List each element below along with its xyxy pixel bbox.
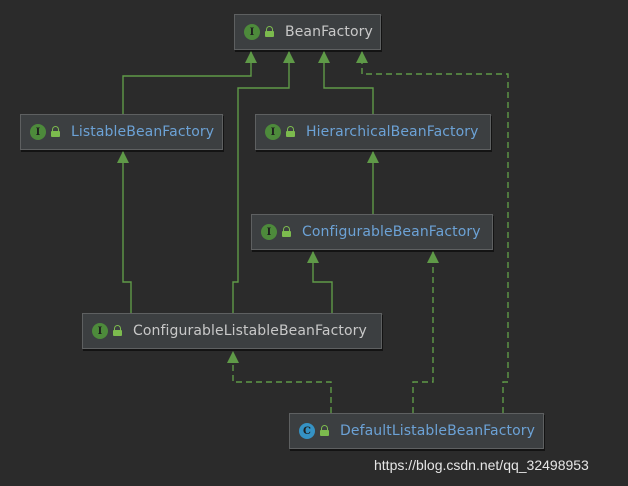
lock-icon — [320, 425, 332, 437]
interface-badge-icon: I — [265, 124, 281, 140]
arrowhead-default-to-beanfactory — [356, 51, 368, 63]
node-label: ConfigurableBeanFactory — [302, 224, 481, 240]
node-label: ListableBeanFactory — [71, 124, 215, 140]
node-default-listable-bean-factory[interactable]: C DefaultListableBeanFactory — [289, 413, 544, 449]
arrowhead-default-to-configurable-listable — [227, 351, 239, 363]
node-configurable-bean-factory[interactable]: I ConfigurableBeanFactory — [251, 214, 493, 250]
edge-configurable-listable-to-listable — [122, 151, 132, 313]
node-bean-factory[interactable]: I BeanFactory — [234, 14, 381, 50]
edge-configurable-listable-to-beanfactory — [232, 51, 290, 313]
class-badge-icon: C — [299, 423, 315, 439]
lock-icon — [265, 26, 277, 38]
interface-badge-icon: I — [244, 24, 260, 40]
watermark-text: https://blog.csdn.net/qq_32498953 — [374, 457, 589, 473]
lock-icon — [282, 226, 294, 238]
interface-badge-icon: I — [92, 323, 108, 339]
lock-icon — [51, 126, 63, 138]
node-listable-bean-factory[interactable]: I ListableBeanFactory — [20, 114, 223, 150]
node-label: DefaultListableBeanFactory — [340, 423, 536, 439]
arrowhead-configurable-listable-to-beanfactory — [283, 51, 295, 63]
arrowhead-configurable-listable-to-listable — [117, 151, 129, 163]
edge-default-to-configurable-listable — [232, 351, 332, 413]
arrowhead-default-to-configurable — [427, 251, 439, 263]
node-label: BeanFactory — [285, 24, 373, 40]
arrowhead-hierarchical-to-beanfactory — [318, 51, 330, 63]
arrowhead-configurable-listable-to-configurable — [307, 251, 319, 263]
node-hierarchical-bean-factory[interactable]: I HierarchicalBeanFactory — [255, 114, 491, 150]
interface-badge-icon: I — [30, 124, 46, 140]
edge-default-to-configurable — [412, 251, 434, 413]
edge-hierarchical-to-beanfactory — [323, 51, 374, 114]
edge-configurable-listable-to-configurable — [312, 251, 333, 313]
edge-listable-to-beanfactory — [122, 51, 252, 114]
node-label: ConfigurableListableBeanFactory — [133, 323, 367, 339]
interface-badge-icon: I — [261, 224, 277, 240]
arrowhead-configurable-to-hierarchical — [367, 151, 379, 163]
edge-default-to-beanfactory — [361, 51, 509, 413]
node-label: HierarchicalBeanFactory — [306, 124, 479, 140]
node-configurable-listable-bean-factory[interactable]: I ConfigurableListableBeanFactory — [82, 313, 382, 349]
lock-icon — [113, 325, 125, 337]
arrowhead-listable-to-beanfactory — [245, 51, 257, 63]
lock-icon — [286, 126, 298, 138]
